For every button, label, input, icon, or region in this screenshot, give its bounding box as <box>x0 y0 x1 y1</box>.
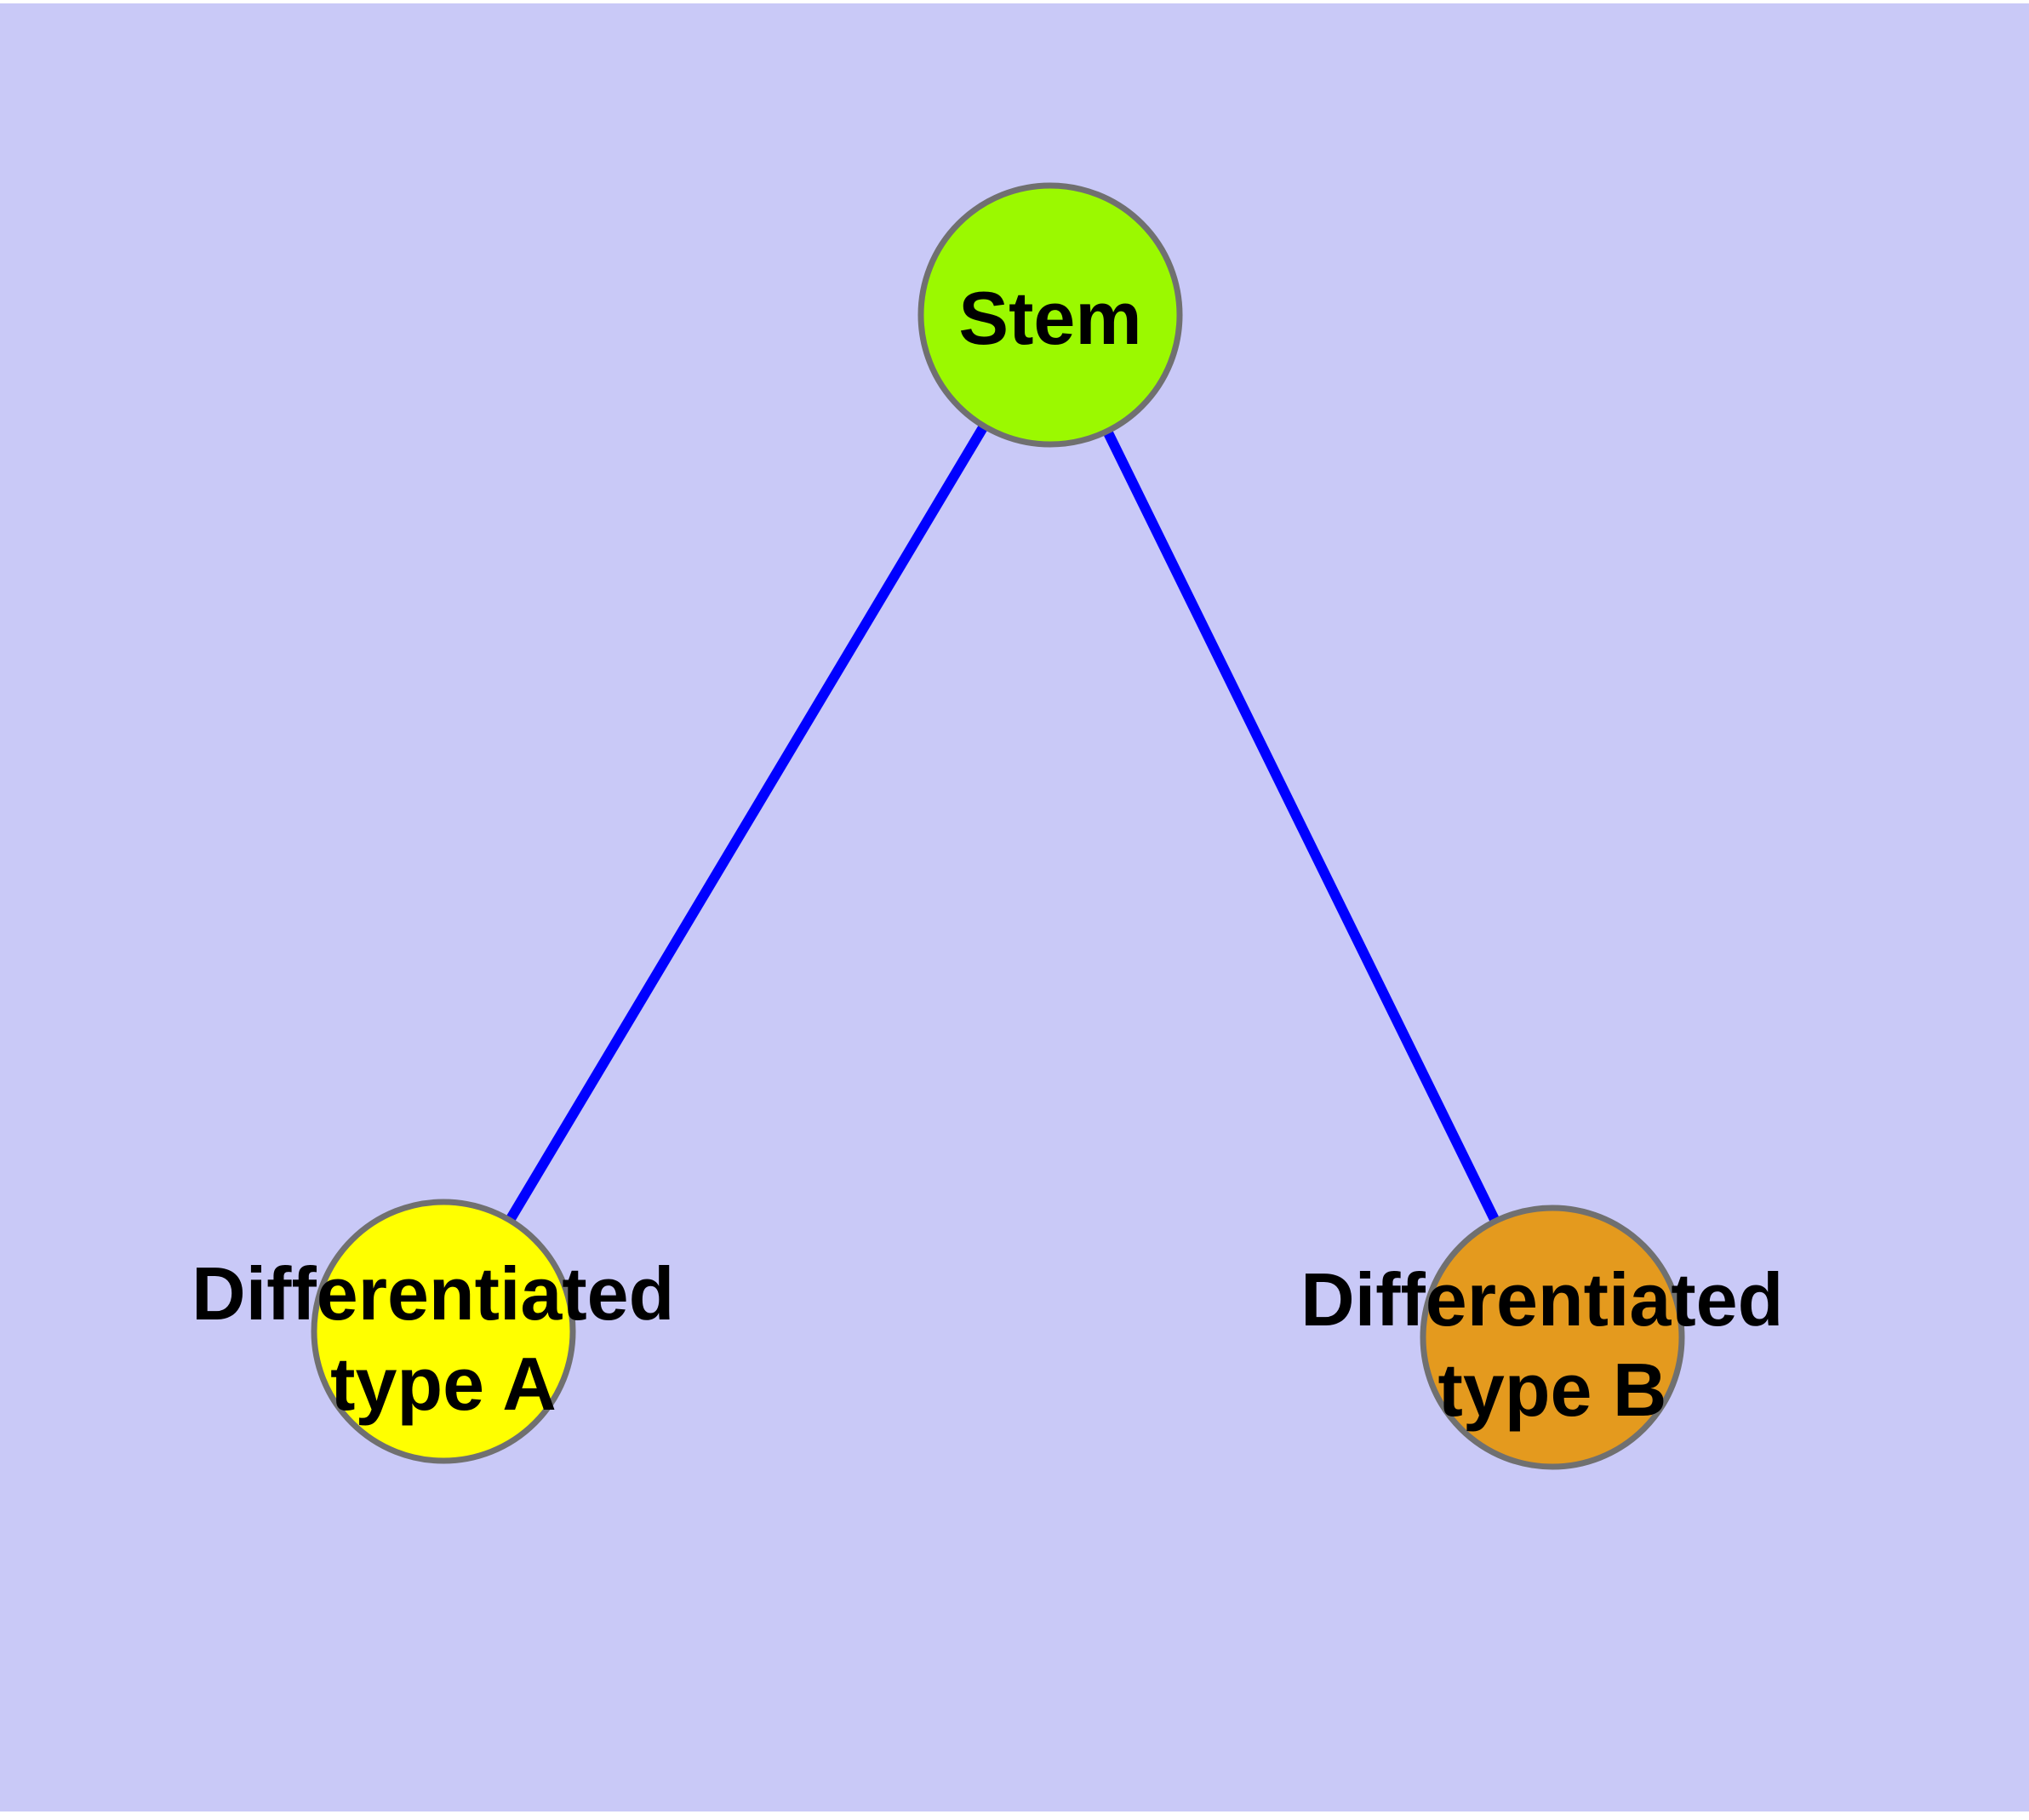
node-type-b-label: Differentiated type B <box>1300 1257 1804 1432</box>
node-type-b-label-line1: Differentiated <box>1300 1257 1783 1342</box>
node-stem-label: Stem <box>958 276 1141 360</box>
edge-stem-to-type-b <box>1045 312 1557 1340</box>
node-type-b-label-line2: type B <box>1438 1348 1667 1432</box>
node-type-a-label-line1: Differentiated <box>191 1251 674 1336</box>
node-type-b-circle <box>1420 1205 1685 1470</box>
node-stem-circle <box>917 182 1183 448</box>
node-type-a-label: Differentiated type A <box>191 1251 695 1426</box>
node-type-a-circle <box>311 1199 576 1464</box>
edge-stem-to-type-a <box>438 312 1055 1335</box>
node-type-a-label-line2: type A <box>330 1342 557 1426</box>
